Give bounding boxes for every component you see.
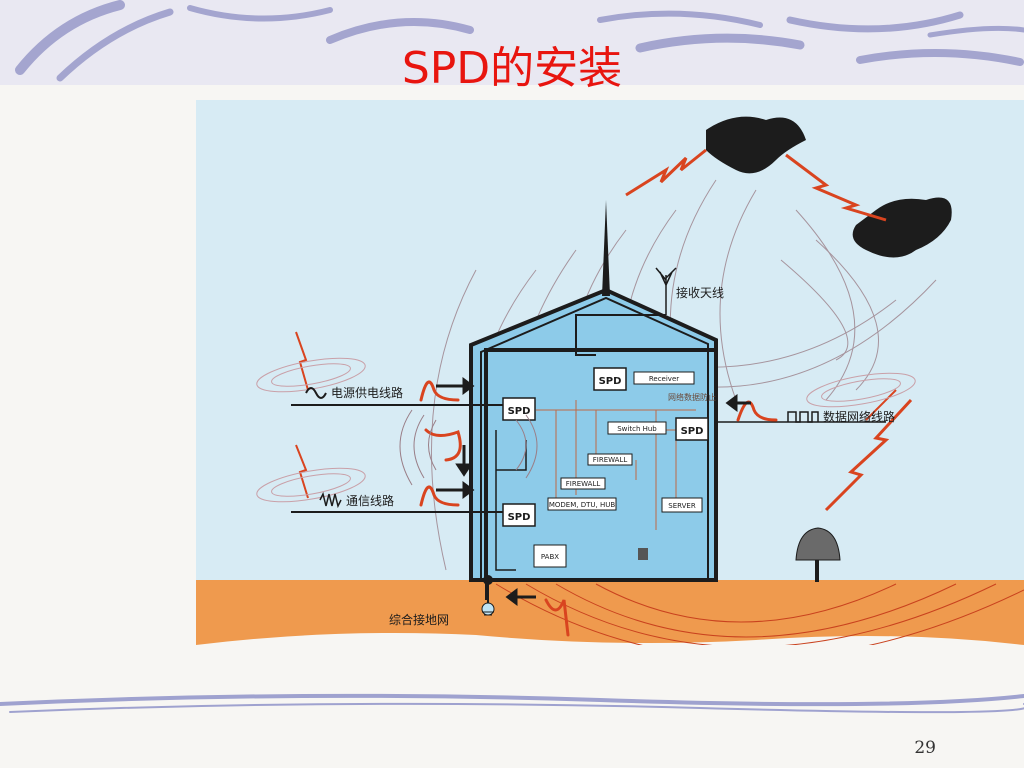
- ground: [196, 580, 1024, 645]
- label-data-line: 数据网络线路: [823, 409, 895, 424]
- cloud-left-icon: [706, 116, 806, 174]
- spd-comm-label: SPD: [508, 512, 531, 523]
- header-decoration: [0, 0, 1024, 85]
- tree-icon: [795, 527, 841, 582]
- label-antenna: 接收天线: [676, 285, 724, 300]
- slide-title: SPD的安装: [401, 43, 623, 94]
- surge-arrows: [436, 377, 751, 606]
- induced-ellipses: [256, 357, 916, 503]
- spd-data: SPD: [675, 417, 709, 441]
- spd-antenna-label: SPD: [599, 376, 622, 387]
- footer-decoration: [0, 693, 1024, 714]
- device-receiver: Receiver: [649, 375, 679, 383]
- power-wave-icon: [305, 387, 327, 399]
- device-firewall-1: FIREWALL: [593, 456, 628, 464]
- label-comm-line: 通信线路: [346, 493, 394, 508]
- lightning-bolts: [295, 148, 913, 512]
- spd-data-label: SPD: [681, 426, 704, 437]
- device-firewall-2: FIREWALL: [566, 480, 601, 488]
- device-pabx: PABX: [541, 553, 559, 561]
- spd-antenna: SPD: [593, 367, 627, 391]
- spd-comm: SPD: [502, 503, 536, 527]
- data-wave-icon: [787, 411, 819, 423]
- page-number: 29: [914, 738, 936, 758]
- label-power-line: 电源供电线路: [331, 385, 403, 400]
- label-ground: 综合接地网: [389, 612, 449, 627]
- lightning-rod: [602, 200, 610, 296]
- antenna-icon: [655, 267, 677, 315]
- device-net-guard: 网络数据防止: [668, 392, 716, 402]
- surge-waveforms: [419, 380, 778, 637]
- spd-power: SPD: [502, 397, 536, 421]
- external-cables: [291, 314, 886, 600]
- device-server: SERVER: [668, 502, 696, 510]
- signal-waves: [399, 409, 538, 486]
- ground-ripples: [495, 583, 1024, 645]
- phone-icon: [638, 548, 648, 560]
- cloud-right-icon: [852, 197, 952, 258]
- comm-wave-icon: [319, 491, 342, 509]
- device-switch-hub: Switch Hub: [617, 425, 657, 433]
- ground-rod-icon: [481, 575, 495, 616]
- spd-installation-diagram: 接收天线 SPD: [196, 100, 1024, 645]
- spd-power-label: SPD: [508, 406, 531, 417]
- device-modem: MODEM, DTU, HUB: [549, 501, 615, 509]
